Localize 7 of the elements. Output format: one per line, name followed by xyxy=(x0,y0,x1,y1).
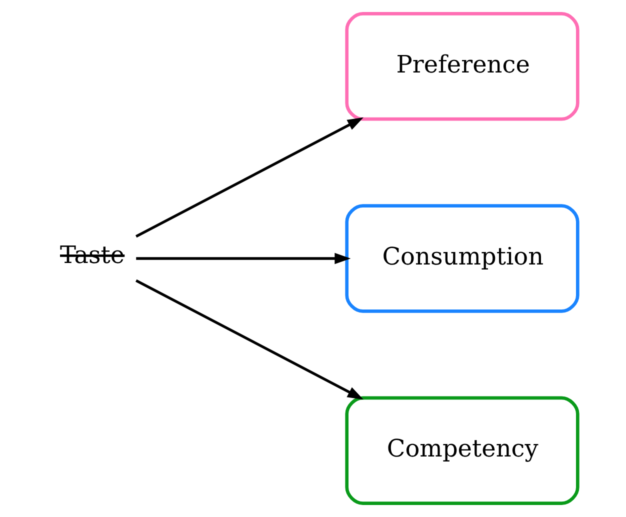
arrow xyxy=(135,117,364,238)
node-box: Competency xyxy=(344,396,579,505)
node-box: Preference xyxy=(344,12,579,121)
arrow xyxy=(135,279,364,400)
arrow xyxy=(136,252,350,264)
node-text: Taste xyxy=(60,241,124,270)
node-box: Consumption xyxy=(344,204,579,313)
